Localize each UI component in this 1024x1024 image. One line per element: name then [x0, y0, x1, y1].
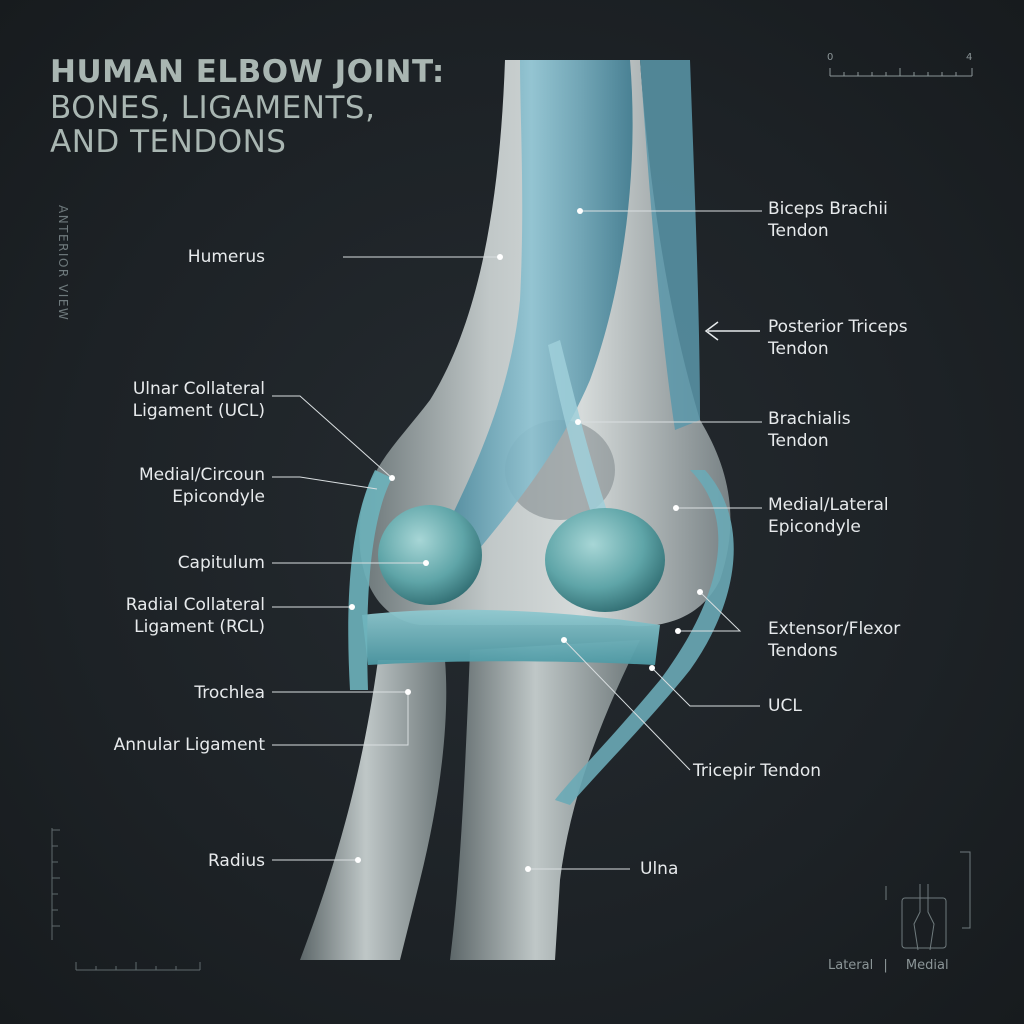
brachialis-tendon-shape	[548, 340, 610, 525]
title-line-1: HUMAN ELBOW JOINT:	[50, 54, 445, 90]
label-radius: Radius	[207, 851, 265, 871]
annular-ligament-shape	[362, 609, 660, 665]
label-annular-ligament: Annular Ligament	[113, 735, 265, 755]
view-label: ANTERIOR VIEW	[56, 205, 70, 322]
leader-lines	[272, 210, 762, 870]
label-trochlea: Trochlea	[194, 683, 265, 703]
label-humerus: Humerus	[187, 247, 265, 267]
orientation-medial: Medial	[905, 958, 949, 973]
label-capitulum: Capitulum	[177, 553, 265, 573]
capitulum-shape	[378, 505, 482, 605]
radius-shape	[300, 660, 447, 960]
scale-bar	[829, 68, 973, 77]
label-tricepir-tendon: Tricepir Tendon	[693, 761, 822, 781]
orientation-separator: |	[883, 958, 888, 973]
leader-dots	[349, 208, 703, 872]
rcl-shape	[348, 470, 392, 690]
horizontal-ruler	[75, 962, 201, 971]
title-line-3: AND TENDONS	[50, 124, 287, 160]
label-ulna: Ulna	[640, 859, 679, 879]
orientation-legend: Lateral | Medial	[828, 958, 949, 973]
ucl-shape	[555, 470, 734, 805]
triceps-tendon-shape	[640, 60, 700, 430]
biceps-tendon-shape	[430, 60, 633, 560]
scale-end: 4	[966, 52, 973, 63]
orientation-lateral: Lateral	[828, 958, 874, 973]
arrow-icon	[704, 321, 760, 341]
title-line-2: BONES, LIGAMENTS,	[50, 90, 376, 126]
vertical-ruler	[51, 828, 60, 940]
ulna-shape	[450, 640, 640, 960]
orientation-glyph	[885, 851, 971, 951]
trochlea-shape	[545, 508, 665, 612]
label-ucl-right: UCL	[768, 696, 802, 716]
scale-start: 0	[827, 52, 834, 63]
